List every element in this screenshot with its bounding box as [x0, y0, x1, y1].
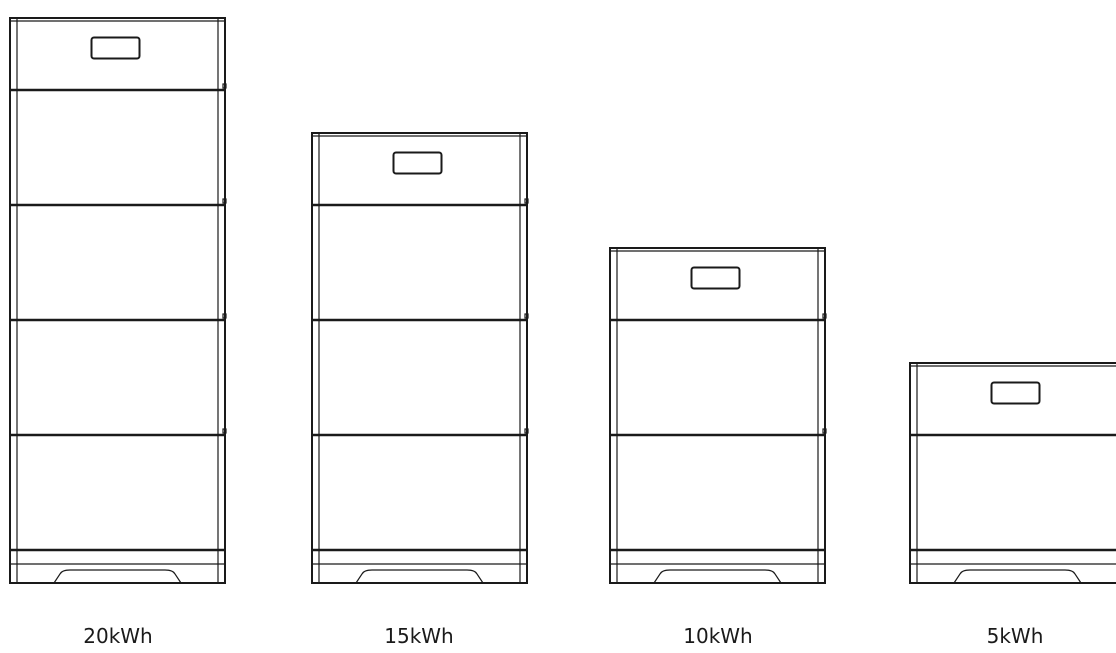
unit-15kwh-stack: [311, 132, 529, 584]
unit-label-10kwh: 10kWh: [683, 624, 753, 648]
stack-outline: [9, 17, 226, 584]
display-window-icon: [990, 381, 1041, 405]
unit-label-20kwh: 20kWh: [83, 624, 153, 648]
connector-nub: [222, 313, 227, 319]
connector-nub: [524, 428, 529, 434]
stack-outline: [609, 247, 826, 584]
base-foot-arch: [653, 569, 782, 584]
unit-label-5kwh: 5kWh: [986, 624, 1044, 648]
base-foot-arch: [953, 569, 1082, 584]
base-foot-arch: [355, 569, 484, 584]
display-window-icon: [90, 36, 141, 60]
connector-nub: [222, 428, 227, 434]
stack-outline: [311, 132, 528, 584]
unit-10kwh-stack: [609, 247, 827, 584]
connector-nub: [222, 83, 227, 89]
connector-nub: [822, 313, 827, 319]
unit-5kwh-stack: [909, 362, 1116, 584]
display-window-icon: [392, 151, 443, 175]
base-foot-arch: [53, 569, 182, 584]
connector-nub: [222, 198, 227, 204]
display-window-icon: [690, 266, 741, 290]
connector-nub: [524, 313, 529, 319]
connector-nub: [524, 198, 529, 204]
unit-20kwh-stack: [9, 17, 227, 584]
unit-label-15kwh: 15kWh: [384, 624, 454, 648]
connector-nub: [822, 428, 827, 434]
